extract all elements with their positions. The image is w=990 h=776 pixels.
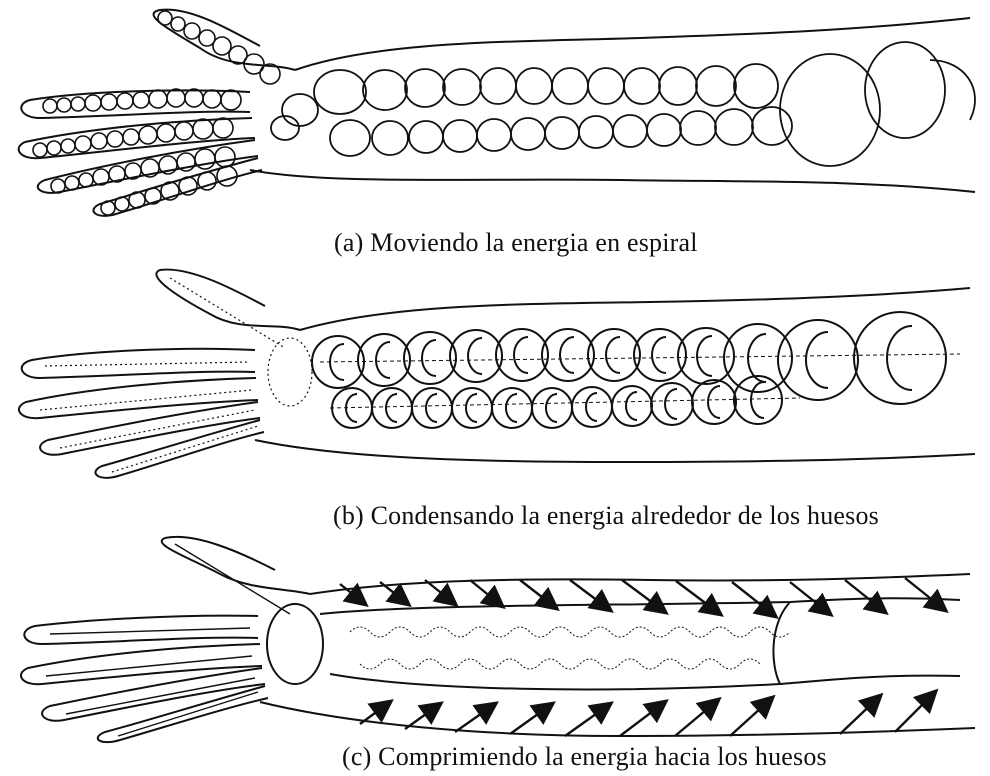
finger-outline-1 — [24, 616, 258, 644]
finger-outline-2 — [21, 644, 262, 684]
arm-spiral-illustration — [0, 0, 990, 228]
arm-outline-bottom — [255, 440, 975, 462]
finger-outline-1 — [22, 349, 255, 378]
panel-c-compress: (c) Comprimiendo la energia hacia los hu… — [0, 524, 990, 776]
thumb-outline — [162, 537, 310, 594]
condensed-rings — [312, 312, 946, 428]
elbow-coil-large — [780, 54, 880, 166]
finger-outline-4 — [95, 420, 264, 478]
arm-outline-top — [295, 18, 970, 70]
energy-squiggles — [350, 627, 790, 669]
arm-condense-illustration — [0, 262, 990, 498]
arm-outline-top — [310, 574, 970, 594]
thumb-outline — [156, 270, 300, 330]
panel-a-spiral: (a) Moviendo la energia en espiral — [0, 0, 990, 270]
compression-arrows-top — [340, 578, 945, 616]
arm-outline-bottom — [250, 170, 975, 192]
finger-outline-2 — [19, 378, 258, 418]
panel-b-condense: (b) Condensando la energia alrededor de … — [0, 262, 990, 526]
radius-bone — [320, 598, 960, 614]
ulna-bone — [330, 674, 960, 689]
arm-compress-illustration — [0, 524, 990, 744]
spiral-coils-forearm — [271, 42, 975, 166]
caption-c: (c) Comprimiendo la energia hacia los hu… — [342, 742, 827, 772]
caption-a: (a) Moviendo la energia en espiral — [334, 228, 698, 258]
